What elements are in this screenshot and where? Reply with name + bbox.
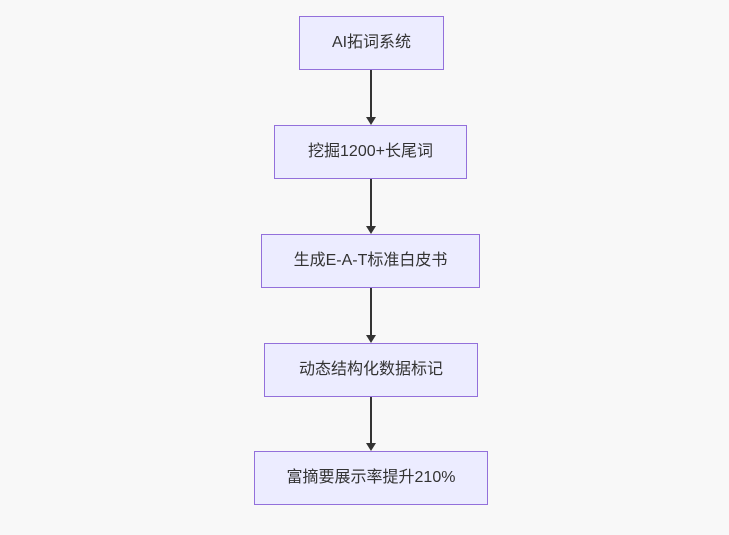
arrow-head-icon	[366, 335, 376, 343]
arrow-head-icon	[366, 117, 376, 125]
node-label: 动态结构化数据标记	[298, 361, 443, 379]
flowchart-node-ai-word-expansion-system: AI拓词系统	[299, 16, 444, 70]
node-label: 生成E-A-T标准白皮书	[293, 252, 448, 270]
flowchart-node-mine-longtail-keywords: 挖掘1200+长尾词	[274, 125, 467, 179]
arrow-head-icon	[366, 226, 376, 234]
flowchart-node-rich-snippet-rate-increase: 富摘要展示率提升210%	[254, 451, 488, 505]
flowchart-node-generate-eat-whitepaper: 生成E-A-T标准白皮书	[261, 234, 480, 288]
node-label: 富摘要展示率提升210%	[286, 469, 456, 487]
flowchart-node-dynamic-structured-data-markup: 动态结构化数据标记	[264, 343, 478, 397]
arrow-line	[370, 70, 372, 117]
arrow-head-icon	[366, 443, 376, 451]
arrow-line	[370, 179, 372, 226]
node-label: AI拓词系统	[331, 34, 412, 52]
arrow-line	[370, 397, 372, 443]
node-label: 挖掘1200+长尾词	[308, 143, 433, 161]
arrow-line	[370, 288, 372, 335]
